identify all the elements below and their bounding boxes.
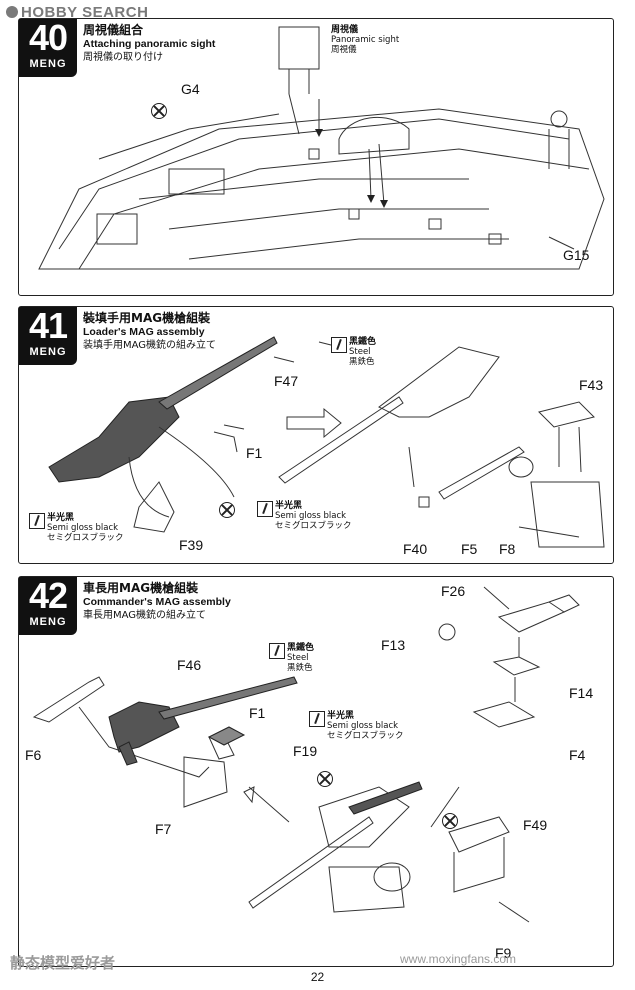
part-g15-label: G15 <box>563 247 590 263</box>
paint-icon <box>269 643 285 659</box>
step-40-panel: 40 MENG 周視儀組合 Attaching panoramic sight … <box>18 18 614 296</box>
no-glue-icon <box>219 502 235 518</box>
part-f1-label: F1 <box>249 705 266 721</box>
part-f1-label: F1 <box>246 445 263 461</box>
turret-drawing <box>38 26 605 270</box>
paint-gloss-note: 半光黑 Semi gloss black セミグロスブラック <box>327 711 404 741</box>
part-f7-label: F7 <box>155 821 172 837</box>
step-title: 周視儀組合 Attaching panoramic sight 周視儀の取り付け <box>83 23 216 63</box>
part-g4-label: G4 <box>181 81 200 97</box>
no-glue-icon <box>317 771 333 787</box>
part-f8-label: F8 <box>499 541 516 557</box>
step-number: 41 <box>28 305 68 346</box>
part-f47-label: F47 <box>274 373 299 389</box>
no-glue-icon <box>151 103 167 119</box>
step-42-panel: 42 MENG 車長用MAG機槍組裝 Commander's MAG assem… <box>18 576 614 967</box>
hobby-search-watermark: HOBBY SEARCH <box>6 4 148 21</box>
part-f43-label: F43 <box>579 377 604 393</box>
paint-steel-note: 黑鐵色 Steel 黒鉄色 <box>287 643 315 673</box>
step-title: 裝填手用MAG機槍組裝 Loader's MAG assembly 装填手用MA… <box>83 311 217 351</box>
part-f4-label: F4 <box>569 747 586 763</box>
page-number: 22 <box>310 970 325 984</box>
part-f13-label: F13 <box>381 637 406 653</box>
mag-commander-drawing <box>32 586 580 923</box>
part-f26-label: F26 <box>441 583 466 599</box>
part-f39-label: F39 <box>179 537 204 553</box>
part-f40-label: F40 <box>403 541 428 557</box>
watermark-bottom-right: www.moxingfans.com <box>400 952 517 966</box>
step-number: 40 <box>28 17 68 58</box>
step-title: 車長用MAG機槍組裝 Commander's MAG assembly 車長用M… <box>83 581 231 621</box>
step-number: 42 <box>28 575 68 616</box>
paint-icon <box>29 513 45 529</box>
paint-icon <box>309 711 325 727</box>
part-f6-label: F6 <box>25 747 42 763</box>
paint-steel-note: 黑鐵色 Steel 黒鉄色 <box>349 337 377 367</box>
step-badge: 40 MENG <box>19 19 77 77</box>
watermark-bottom-left: 静态模型爱好者 <box>10 954 116 972</box>
brand-logo: MENG <box>29 616 67 628</box>
part-f14-label: F14 <box>569 685 594 701</box>
paint-gloss-note: 半光黑 Semi gloss black セミグロスブラック <box>47 513 124 543</box>
paint-gloss-note-2: 半光黑 Semi gloss black セミグロスブラック <box>275 501 352 531</box>
part-f46-label: F46 <box>177 657 202 673</box>
mag-loader-drawing <box>48 336 605 548</box>
step-41-panel: 41 MENG 裝填手用MAG機槍組裝 Loader's MAG assembl… <box>18 306 614 564</box>
step-badge: 41 MENG <box>19 307 77 365</box>
paint-icon <box>331 337 347 353</box>
brand-logo: MENG <box>29 346 67 358</box>
hobby-search-logo-icon <box>6 6 18 18</box>
paint-icon <box>257 501 273 517</box>
brand-logo: MENG <box>29 58 67 70</box>
panoramic-sight-callout: 周視儀 Panoramic sight 周視儀 <box>331 25 400 55</box>
part-f9-label: F9 <box>495 945 512 961</box>
part-f19-label: F19 <box>293 743 318 759</box>
step-badge: 42 MENG <box>19 577 77 635</box>
part-f5-label: F5 <box>461 541 478 557</box>
part-f49-label: F49 <box>523 817 548 833</box>
no-glue-icon <box>442 813 458 829</box>
